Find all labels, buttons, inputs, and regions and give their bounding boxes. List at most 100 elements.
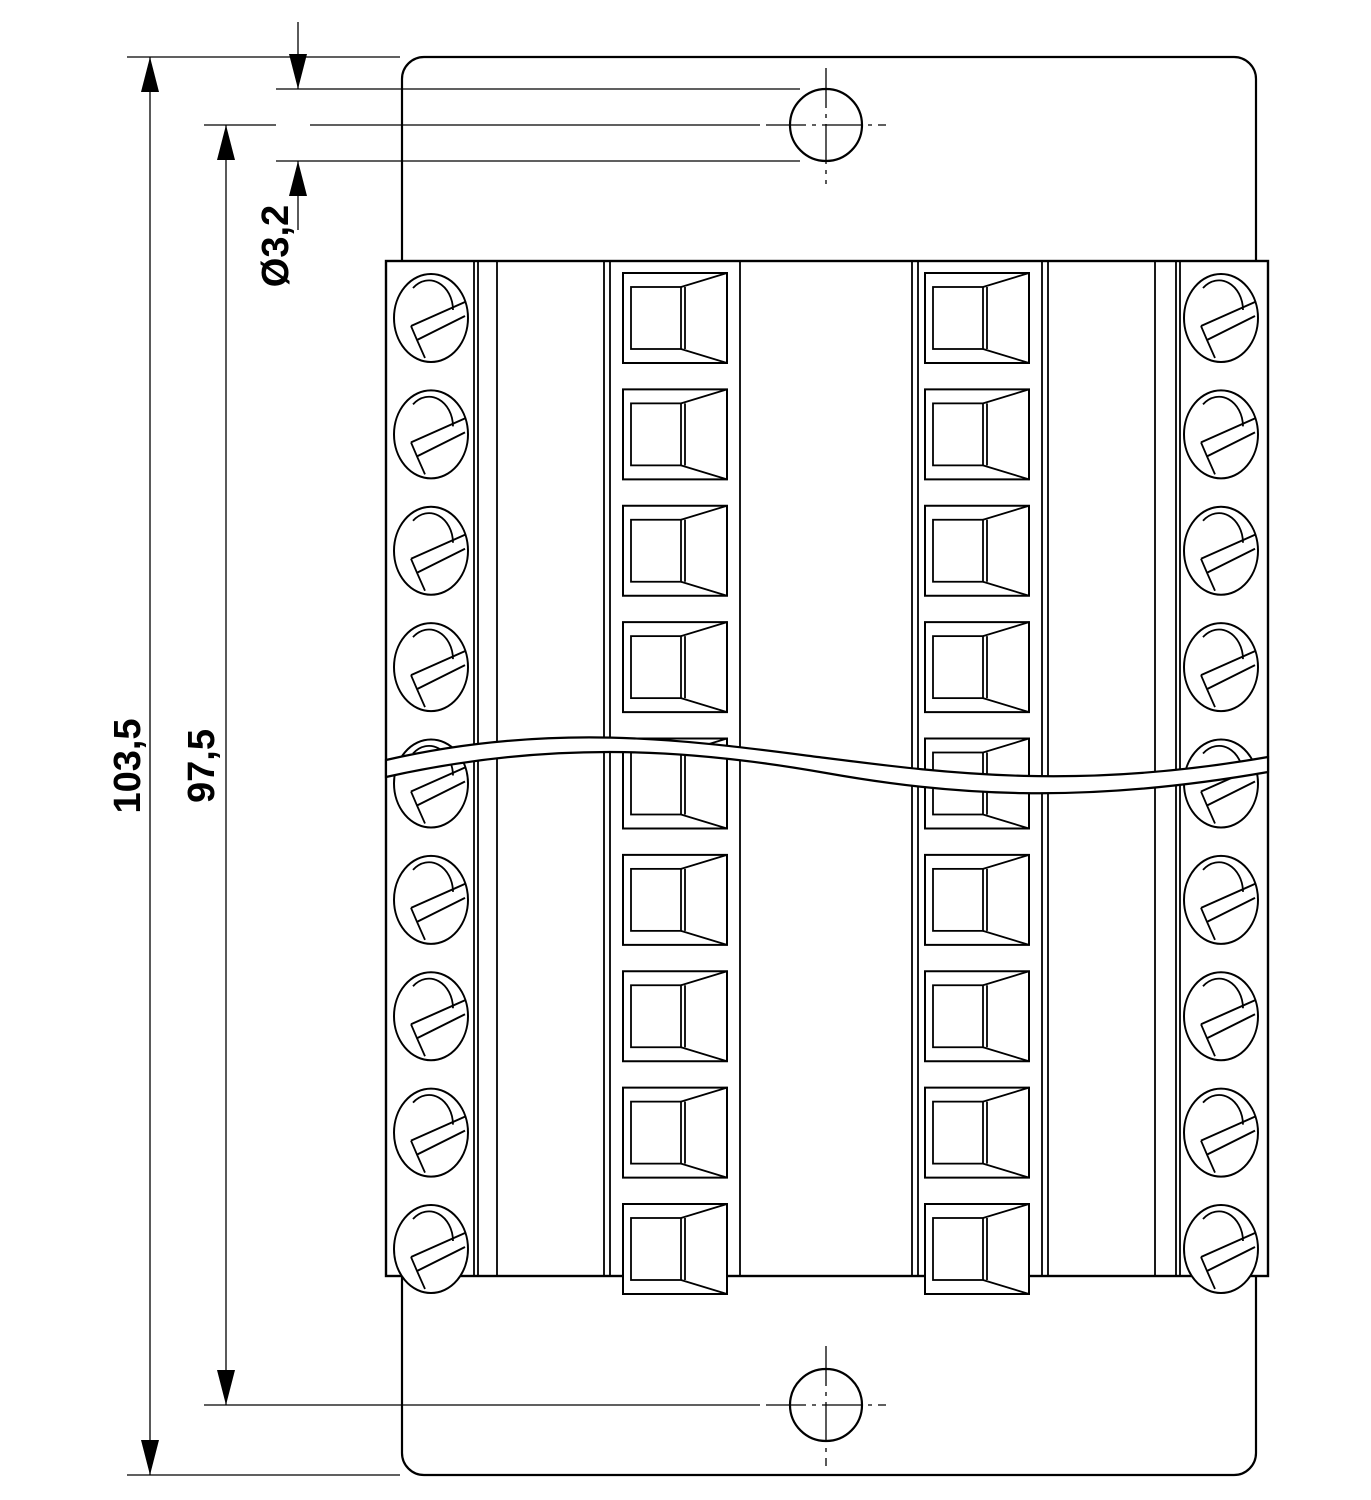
spring-bevel xyxy=(680,930,728,946)
hole-diameter-label: Ø3,2 xyxy=(255,205,297,287)
spring-frame xyxy=(924,504,1030,597)
spring-frame xyxy=(924,272,1030,364)
screw-terminal-left xyxy=(393,1087,469,1178)
hole-spacing-label: 97,5 xyxy=(181,729,223,803)
screw-slot xyxy=(410,417,466,444)
screw-contour xyxy=(1202,1094,1244,1125)
screw-contour xyxy=(412,861,454,892)
spring-bevel xyxy=(982,580,1030,597)
dimension-overall-height xyxy=(127,56,400,1476)
spring-bevel xyxy=(982,970,1030,987)
screw-contour xyxy=(1200,791,1216,824)
screw-terminal-left xyxy=(393,854,469,945)
screw-terminal-left xyxy=(393,1204,469,1294)
screw-slot xyxy=(416,431,466,458)
screw-slot xyxy=(1200,882,1256,909)
spring-bevel xyxy=(680,464,728,481)
spring-opening xyxy=(630,518,682,583)
spring-frame xyxy=(622,621,728,714)
spring-frame xyxy=(622,272,728,364)
screw-slot xyxy=(416,547,466,574)
spring-bevel xyxy=(680,388,728,405)
screw-contour xyxy=(412,395,454,427)
screw-slot xyxy=(410,650,466,677)
screw-contour xyxy=(412,1210,454,1242)
spring-bevel xyxy=(680,272,728,288)
screw-contour xyxy=(1202,512,1244,543)
spring-bevel xyxy=(982,930,1030,946)
screw-terminal-left xyxy=(393,622,469,713)
spring-bevel xyxy=(680,580,728,597)
screw-contour xyxy=(1200,1023,1216,1057)
screw-slot xyxy=(1206,664,1256,691)
spring-bevel xyxy=(982,621,1030,637)
spring-opening xyxy=(932,984,984,1049)
screw-slot xyxy=(410,301,466,327)
spring-terminal-right xyxy=(924,1086,1030,1179)
spring-terminal-left xyxy=(622,1086,728,1179)
spring-bevel xyxy=(982,1279,1030,1295)
spring-terminal-left xyxy=(622,970,728,1063)
dimension-hole-spacing xyxy=(204,124,760,1406)
spring-opening xyxy=(630,867,682,932)
spring-terminal-right xyxy=(924,272,1030,364)
spring-frame xyxy=(924,621,1030,714)
spring-opening xyxy=(932,1217,984,1281)
spring-bevel xyxy=(680,1162,728,1179)
spring-terminal-right xyxy=(924,1203,1030,1295)
spring-terminal-left xyxy=(622,1203,728,1295)
spring-bevel xyxy=(680,1279,728,1295)
screw-slot xyxy=(1206,547,1256,574)
screw-slot xyxy=(1200,999,1256,1026)
screw-slot xyxy=(1200,417,1256,444)
spring-bevel xyxy=(982,737,1030,754)
screw-terminal-right xyxy=(1183,1087,1259,1178)
spring-frame xyxy=(924,1086,1030,1179)
overall-height-label: 103,5 xyxy=(107,718,149,813)
spring-bevel xyxy=(982,697,1030,713)
screw-slot xyxy=(1206,896,1256,923)
spring-frame xyxy=(622,388,728,481)
screw-slot xyxy=(1200,1232,1256,1258)
screw-contour xyxy=(1202,628,1244,660)
screw-contour xyxy=(410,1140,426,1173)
screw-contour xyxy=(410,674,426,708)
spring-terminal-left xyxy=(622,853,728,946)
spring-opening xyxy=(932,286,984,350)
screw-contour xyxy=(1202,977,1244,1009)
screw-contour xyxy=(410,791,426,824)
screw-slot xyxy=(410,882,466,909)
screw-contour xyxy=(412,628,454,660)
screw-slot xyxy=(1206,1246,1256,1272)
spring-terminal-right xyxy=(924,621,1030,714)
spring-frame xyxy=(622,504,728,597)
spring-opening xyxy=(630,635,682,700)
screw-slot xyxy=(416,1013,466,1040)
spring-opening xyxy=(630,286,682,350)
screw-contour xyxy=(412,977,454,1009)
screw-contour xyxy=(1202,279,1244,311)
screw-slot xyxy=(416,896,466,923)
spring-terminal-left xyxy=(622,504,728,597)
screw-contour xyxy=(1200,1140,1216,1173)
spring-bevel xyxy=(680,504,728,521)
spring-frame xyxy=(924,1203,1030,1295)
screw-terminal-left xyxy=(393,971,469,1062)
screw-contour xyxy=(410,1256,426,1290)
spring-frame xyxy=(622,970,728,1063)
screw-contour xyxy=(410,558,426,592)
screw-slot xyxy=(1206,1129,1256,1156)
spring-bevel xyxy=(680,970,728,987)
screw-slot xyxy=(1206,431,1256,458)
spring-bevel xyxy=(982,854,1030,870)
spring-frame xyxy=(924,970,1030,1063)
screw-contour xyxy=(410,1023,426,1057)
screw-terminal-right xyxy=(1183,622,1259,713)
spring-frame xyxy=(622,1086,728,1179)
spring-bevel xyxy=(982,1046,1030,1063)
screw-contour xyxy=(412,279,454,311)
screw-contour xyxy=(412,1094,454,1125)
screw-slot xyxy=(410,766,466,793)
screw-slot xyxy=(1206,315,1256,341)
spring-bevel xyxy=(982,813,1030,830)
